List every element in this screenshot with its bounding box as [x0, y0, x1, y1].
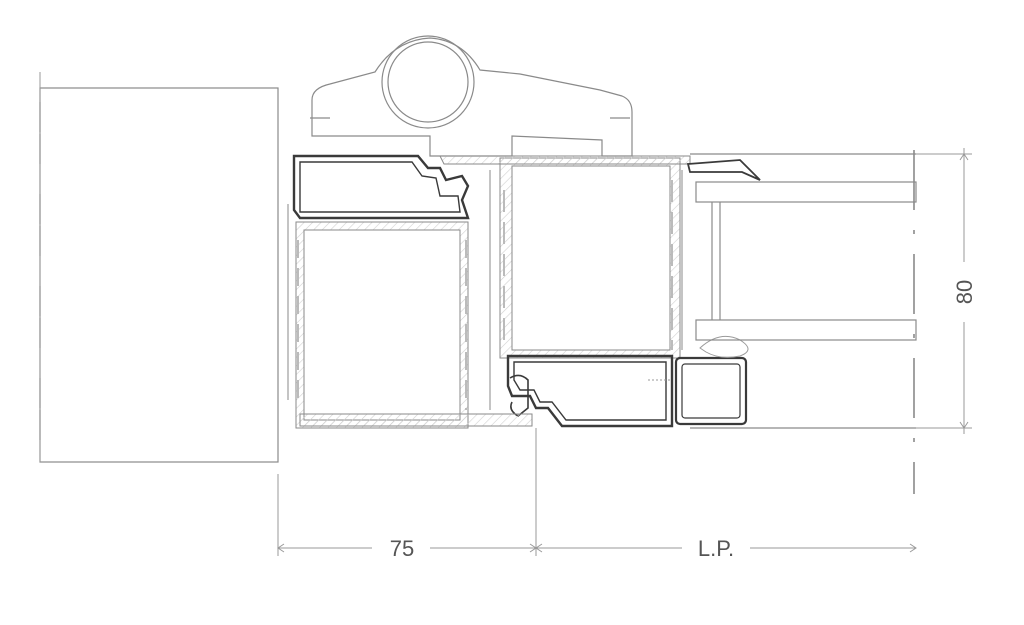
dimension-80-label: 80: [952, 280, 977, 304]
wall-block: [39, 72, 279, 463]
dimension-lp: [535, 543, 917, 553]
bottom-sash-profile: [299, 335, 749, 428]
sash-profile-middle: [439, 155, 691, 410]
glazing-unit: [686, 150, 917, 494]
frame-profile-left: [287, 154, 470, 429]
dimension-80: [916, 148, 972, 434]
top-hardware-housing: [310, 35, 633, 157]
dimension-75: [277, 428, 537, 556]
dimension-lp-label: L.P.: [698, 536, 734, 561]
dimension-75-label: 75: [390, 536, 414, 561]
